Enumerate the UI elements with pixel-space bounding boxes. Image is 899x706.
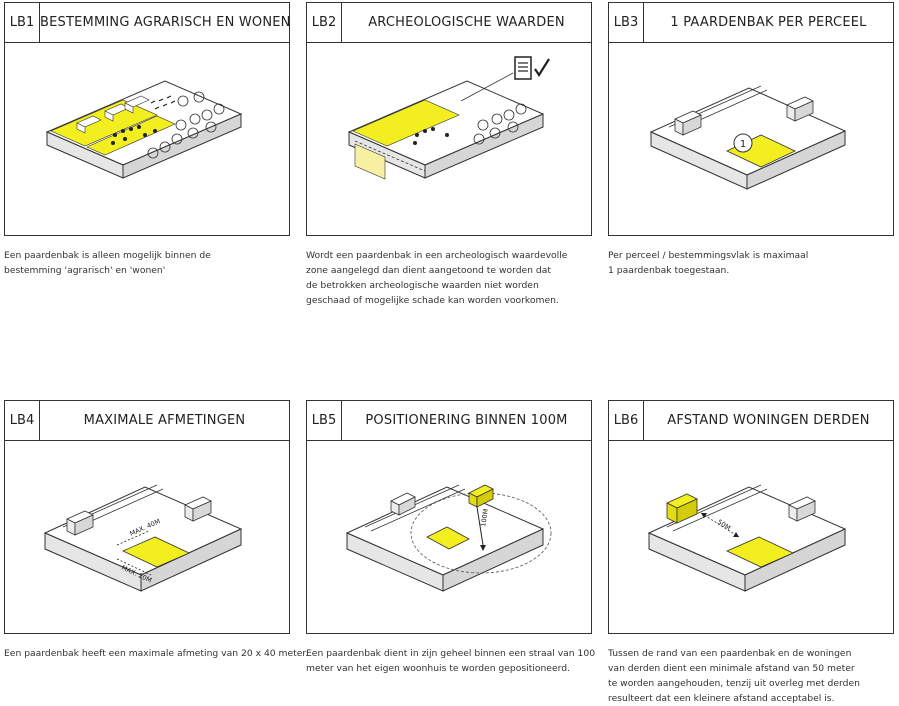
house-left <box>66 510 94 536</box>
panel-caption: Een paardenbak dient in zijn geheel binn… <box>306 648 596 674</box>
panel-frame: LB5 POSITIONERING BINNEN 100M 100M <box>306 400 592 634</box>
panel-frame: LB1 BESTEMMING AGRARISCH EN WONEN <box>4 2 290 236</box>
paddock <box>726 536 794 568</box>
panel-header: LB1 BESTEMMING AGRARISCH EN WONEN <box>5 3 291 43</box>
panel-header: LB6 AFSTAND WONINGEN DERDEN <box>609 401 893 441</box>
count-marker-label: 1 <box>740 139 746 150</box>
panel-id: LB1 <box>5 3 40 42</box>
panel-caption: Een paardenbak is alleen mogelijk binnen… <box>4 250 211 276</box>
panel-title: BESTEMMING AGRARISCH EN WONEN <box>40 15 291 30</box>
panel-title: ARCHEOLOGISCHE WAARDEN <box>368 15 565 30</box>
panel-frame: LB4 MAXIMALE AFMETINGEN MAX. 40M MAX. 20… <box>4 400 290 634</box>
single-arena-illustration: 1 <box>649 85 847 190</box>
panel-header: LB5 POSITIONERING BINNEN 100M <box>307 401 591 441</box>
panel-id: LB4 <box>5 401 40 440</box>
panel-id: LB2 <box>307 3 342 42</box>
farm-buildings <box>76 95 150 134</box>
panel-caption: Tussen de rand van een paardenbak en de … <box>608 648 860 704</box>
radius-illustration: 100M <box>345 484 552 592</box>
house-neighbour <box>390 492 416 516</box>
panel-id: LB5 <box>307 401 342 440</box>
house-right <box>786 96 814 122</box>
panel-header: LB4 MAXIMALE AFMETINGEN <box>5 401 289 441</box>
archaeological-zone <box>354 143 386 180</box>
land-use-illustration <box>45 80 243 179</box>
own-house <box>468 484 494 508</box>
house-right <box>788 496 816 522</box>
third-party-house <box>666 493 698 524</box>
radius-circle <box>410 492 552 574</box>
panel-title: MAXIMALE AFMETINGEN <box>83 413 246 428</box>
archaeology-illustration <box>347 56 550 180</box>
panel-title: AFSTAND WONINGEN DERDEN <box>667 413 870 428</box>
count-marker <box>733 133 753 153</box>
document-check-icon <box>514 56 550 80</box>
panel-title: POSITIONERING BINNEN 100M <box>365 413 568 428</box>
panel-id: LB6 <box>609 401 644 440</box>
panel-title: 1 PAARDENBAK PER PERCEEL <box>670 15 867 30</box>
radius-label: 100M <box>479 508 490 527</box>
distance-illustration: 50M <box>647 484 847 592</box>
panel-frame: LB6 AFSTAND WONINGEN DERDEN 50M <box>608 400 894 634</box>
paddock <box>426 526 470 550</box>
dimensions-illustration: MAX. 40M MAX. 20M <box>43 484 243 592</box>
house-left <box>674 110 702 136</box>
panel-caption: Wordt een paardenbak in een archeologisc… <box>306 250 568 306</box>
panel-caption: Per perceel / bestemmingsvlak is maximaa… <box>608 250 809 276</box>
house-right <box>184 496 212 522</box>
panel-caption: Een paardenbak heeft een maximale afmeti… <box>4 648 309 659</box>
panel-frame: LB2 ARCHEOLOGISCHE WAARDEN <box>306 2 592 236</box>
trees <box>111 125 157 145</box>
panel-header: LB2 ARCHEOLOGISCHE WAARDEN <box>307 3 591 43</box>
paddock <box>122 536 190 568</box>
panel-frame: LB3 1 PAARDENBAK PER PERCEEL 1 <box>608 2 894 236</box>
panel-id: LB3 <box>609 3 644 42</box>
panel-header: LB3 1 PAARDENBAK PER PERCEEL <box>609 3 893 43</box>
